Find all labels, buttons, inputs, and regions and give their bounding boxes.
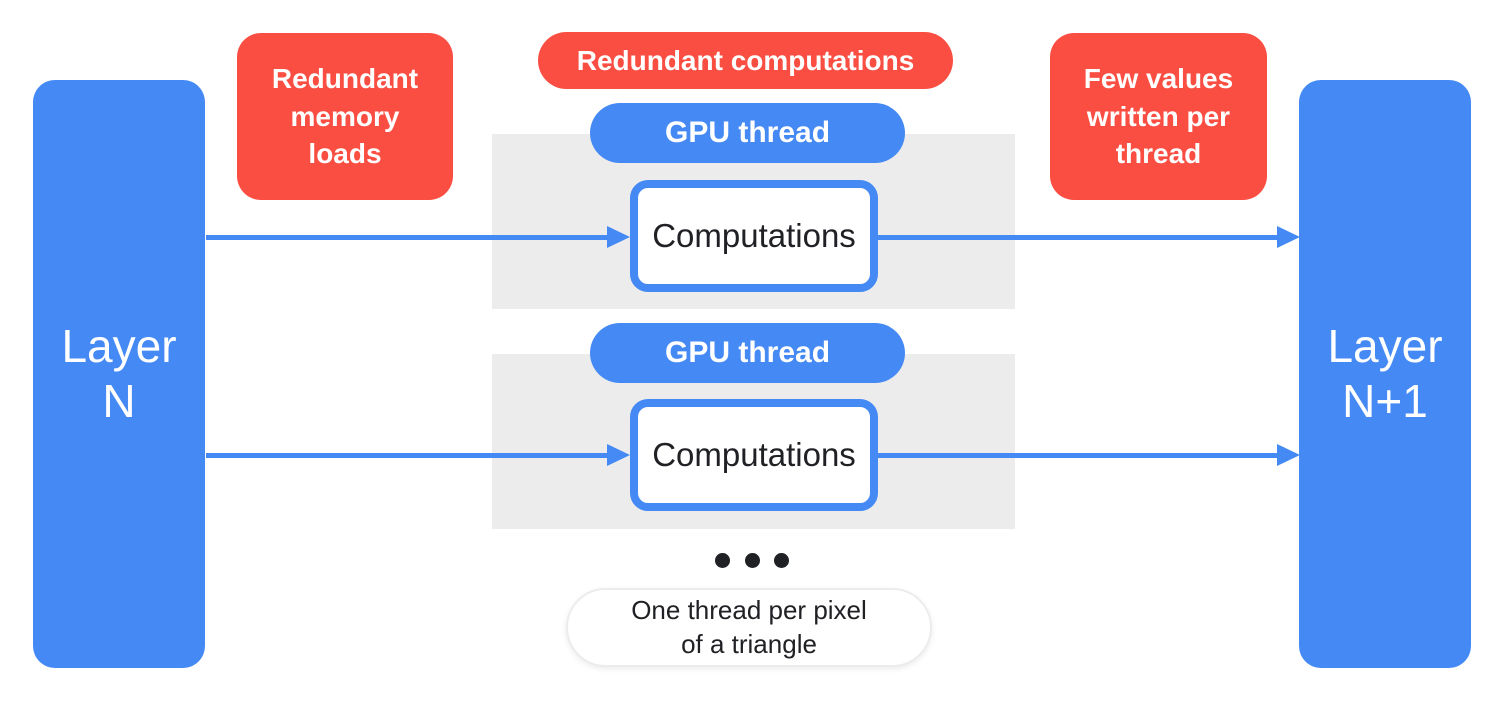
gpu-thread-pill-1-label: GPU thread — [664, 116, 831, 149]
gpu-thread-pill-2-label: GPU thread — [664, 336, 831, 369]
arrow-line — [206, 235, 610, 240]
ellipsis-icon — [715, 553, 789, 568]
annotation-redundant-computations-label: Redundant computations — [576, 44, 915, 76]
arrow-line — [878, 235, 1280, 240]
layer-n-label: Layer N — [61, 319, 177, 427]
gpu-thread-pill-1: GPU thread — [590, 103, 905, 163]
arrow-line — [206, 453, 610, 458]
caption-one-thread-per-pixel: One thread per pixel of a triangle — [566, 588, 932, 667]
arrow-layer-n-to-computations-1 — [206, 226, 630, 248]
arrow-layer-n-to-computations-2 — [206, 444, 630, 466]
computations-box-2: Computations — [630, 399, 878, 511]
computations-box-1-label: Computations — [652, 217, 856, 254]
arrowhead-icon — [607, 444, 630, 466]
layer-n-plus-1-label: Layer N+1 — [1327, 319, 1443, 427]
annotation-few-values-written-label: Few values written per thread — [1083, 62, 1234, 170]
arrow-computations-1-to-layer-n-plus-1 — [878, 226, 1300, 248]
ellipsis-dot — [715, 553, 730, 568]
arrow-line — [878, 453, 1280, 458]
annotation-redundant-memory-loads-label: Redundant memory loads — [271, 62, 419, 170]
annotation-few-values-written: Few values written per thread — [1050, 33, 1267, 200]
ellipsis-dot — [774, 553, 789, 568]
caption-label: One thread per pixel of a triangle — [631, 595, 867, 659]
annotation-redundant-memory-loads: Redundant memory loads — [237, 33, 453, 200]
computations-box-1: Computations — [630, 180, 878, 292]
arrowhead-icon — [1277, 444, 1300, 466]
ellipsis-dot — [744, 553, 760, 568]
gpu-thread-pill-2: GPU thread — [590, 323, 905, 383]
layer-n-plus-1-box: Layer N+1 — [1299, 80, 1471, 668]
computations-box-2-label: Computations — [652, 436, 856, 473]
layer-n-box: Layer N — [33, 80, 205, 668]
arrowhead-icon — [1277, 226, 1300, 248]
arrow-computations-2-to-layer-n-plus-1 — [878, 444, 1300, 466]
annotation-redundant-computations: Redundant computations — [538, 32, 953, 89]
arrowhead-icon — [607, 226, 630, 248]
